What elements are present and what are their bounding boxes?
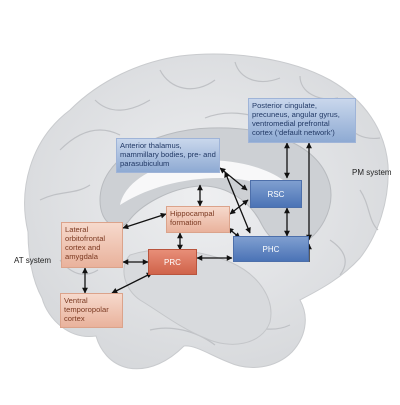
node-lateral-ofc: Lateral orbitofrontal cortex and amygdal…: [61, 222, 123, 268]
arrow-lofc-hipp: [122, 212, 167, 230]
node-hippocampal-formation: Hippocampal formation: [166, 206, 230, 233]
node-phc: PHC: [233, 236, 309, 262]
node-posterior-cingulate: Posterior cingulate, precuneus, angular …: [248, 98, 356, 143]
pm-system-label: PM system: [352, 168, 392, 177]
at-system-label: AT system: [14, 256, 52, 265]
node-rsc: RSC: [250, 180, 302, 208]
node-prc: PRC: [148, 249, 197, 275]
node-anterior-thalamus: Anterior thalamus, mammillary bodies, pr…: [116, 138, 220, 173]
node-ventral-temporopolar: Ventral temporopolar cortex: [60, 293, 123, 328]
connection-arrows: [82, 142, 312, 294]
arrow-vtp-prc: [111, 272, 153, 294]
arrow-hipp-rsc: [229, 199, 249, 215]
